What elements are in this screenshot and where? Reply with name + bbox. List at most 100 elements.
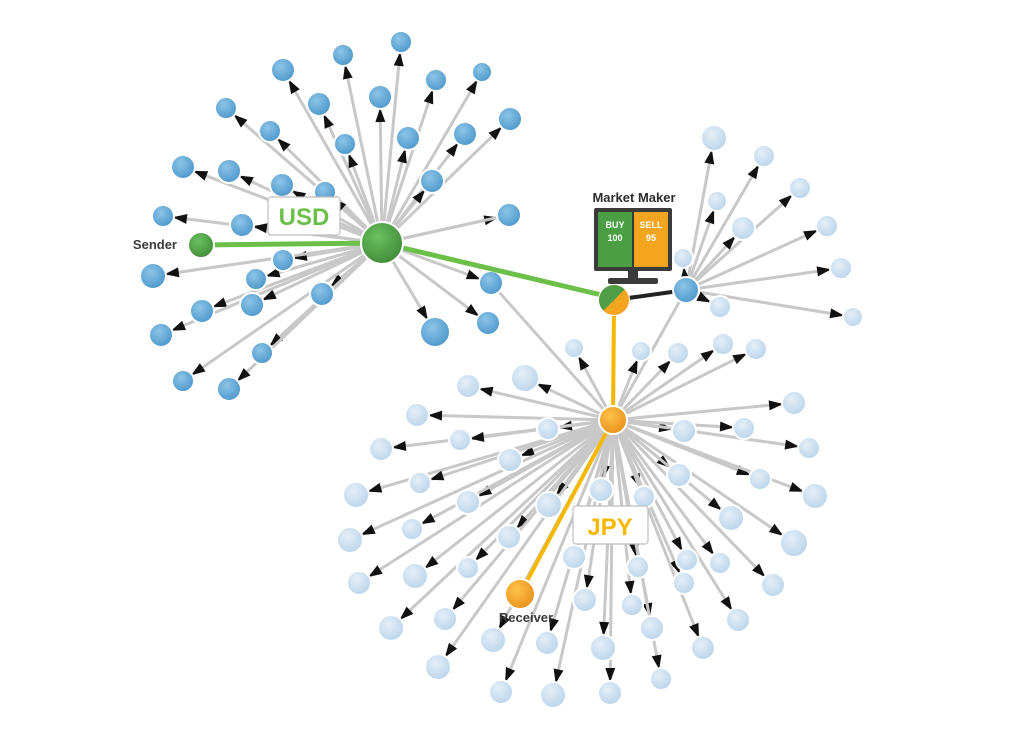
jpy-hub-node[interactable] [598, 405, 628, 435]
jpy-leaf-node[interactable] [535, 491, 563, 519]
jpy-leaf-node[interactable] [455, 373, 481, 399]
jpy-leaf-node[interactable] [779, 528, 809, 558]
jpy-leaf-node[interactable] [748, 467, 772, 491]
jpy-leaf-node[interactable] [368, 436, 394, 462]
usd-leaf-node[interactable] [269, 172, 295, 198]
usd-hub-node[interactable] [360, 221, 404, 265]
jpy-leaf-node[interactable] [539, 681, 567, 709]
usd-leaf-node[interactable] [496, 202, 522, 228]
jpy-leaf-node[interactable] [497, 447, 523, 473]
jpy-leaf-node[interactable] [760, 572, 786, 598]
jpy-leaf-node[interactable] [448, 428, 472, 452]
usd-leaf-node[interactable] [309, 281, 335, 307]
jpy-leaf-node[interactable] [690, 635, 716, 661]
jpy-leaf-node[interactable] [781, 390, 807, 416]
jpy-leaf-node[interactable] [708, 551, 732, 575]
usd-leaf-node[interactable] [171, 369, 195, 393]
jpy-leaf-node[interactable] [536, 417, 560, 441]
jpy-leaf-node[interactable] [456, 556, 480, 580]
usd-leaf-node[interactable] [419, 316, 451, 348]
jpy-leaf-node[interactable] [630, 340, 652, 362]
usd-leaf-node[interactable] [306, 91, 332, 117]
jpy-leaf-node[interactable] [797, 436, 821, 460]
jpy-leaf-node[interactable] [432, 606, 458, 632]
jpy-leaf-node[interactable] [563, 337, 585, 359]
sender-node[interactable] [187, 231, 215, 259]
receiver-node[interactable] [504, 578, 536, 610]
usd-leaf-node[interactable] [139, 262, 167, 290]
usd-leaf-node[interactable] [258, 119, 282, 143]
jpy-leaf-node[interactable] [534, 630, 560, 656]
usd-leaf-node[interactable] [452, 121, 478, 147]
jpy-leaf-node[interactable] [400, 517, 424, 541]
mm-leaf-node[interactable] [708, 295, 732, 319]
jpy-leaf-node[interactable] [572, 587, 598, 613]
mm-leaf-node[interactable] [842, 306, 864, 328]
jpy-leaf-node[interactable] [649, 667, 673, 691]
jpy-leaf-node[interactable] [377, 614, 405, 642]
usd-leaf-node[interactable] [367, 84, 393, 110]
jpy-leaf-node[interactable] [404, 402, 430, 428]
jpy-leaf-node[interactable] [408, 471, 432, 495]
mm-leaf-node[interactable] [829, 256, 853, 280]
usd-leaf-node[interactable] [148, 322, 174, 348]
jpy-leaf-node[interactable] [588, 477, 614, 503]
jpy-leaf-node[interactable] [632, 485, 656, 509]
mm-leaf-node[interactable] [706, 190, 728, 212]
jpy-leaf-node[interactable] [801, 482, 829, 510]
usd-leaf-node[interactable] [475, 310, 501, 336]
jpy-leaf-node[interactable] [424, 653, 452, 681]
jpy-leaf-node[interactable] [342, 481, 370, 509]
jpy-leaf-node[interactable] [401, 562, 429, 590]
usd-leaf-node[interactable] [170, 154, 196, 180]
mm-leaf-node[interactable] [730, 215, 756, 241]
jpy-leaf-node[interactable] [496, 524, 522, 550]
usd-leaf-node[interactable] [271, 248, 295, 272]
jpy-leaf-node[interactable] [488, 679, 514, 705]
usd-leaf-node[interactable] [497, 106, 523, 132]
jpy-leaf-node[interactable] [479, 626, 507, 654]
jpy-leaf-node[interactable] [510, 363, 540, 393]
jpy-leaf-node[interactable] [626, 555, 650, 579]
mm-leaf-node[interactable] [788, 176, 812, 200]
usd-leaf-node[interactable] [216, 376, 242, 402]
usd-leaf-node[interactable] [478, 270, 504, 296]
mm-leaf-node[interactable] [815, 214, 839, 238]
jpy-leaf-node[interactable] [589, 634, 617, 662]
usd-leaf-node[interactable] [471, 61, 493, 83]
usd-leaf-node[interactable] [333, 132, 357, 156]
jpy-leaf-node[interactable] [725, 607, 751, 633]
usd-leaf-node[interactable] [395, 125, 421, 151]
jpy-leaf-node[interactable] [639, 615, 665, 641]
mm-leaf-node[interactable] [752, 144, 776, 168]
usd-leaf-node[interactable] [214, 96, 238, 120]
jpy-leaf-node[interactable] [561, 544, 587, 570]
jpy-leaf-node[interactable] [744, 337, 768, 361]
mm-leaf-node[interactable] [700, 124, 728, 152]
jpy-leaf-node[interactable] [346, 570, 372, 596]
mm-hub-node[interactable] [672, 276, 700, 304]
jpy-leaf-node[interactable] [336, 526, 364, 554]
usd-leaf-node[interactable] [424, 68, 448, 92]
jpy-leaf-node[interactable] [620, 593, 644, 617]
usd-leaf-node[interactable] [151, 204, 175, 228]
jpy-leaf-node[interactable] [732, 416, 756, 440]
jpy-leaf-node[interactable] [717, 504, 745, 532]
jpy-leaf-node[interactable] [597, 680, 623, 706]
jpy-leaf-node[interactable] [666, 341, 690, 365]
usd-leaf-node[interactable] [244, 267, 268, 291]
usd-leaf-node[interactable] [389, 30, 413, 54]
usd-leaf-node[interactable] [229, 212, 255, 238]
usd-leaf-node[interactable] [216, 158, 242, 184]
jpy-leaf-node[interactable] [672, 571, 696, 595]
jpy-leaf-node[interactable] [455, 489, 481, 515]
mm-leaf-node[interactable] [672, 247, 694, 269]
usd-leaf-node[interactable] [419, 168, 445, 194]
jpy-leaf-node[interactable] [675, 548, 699, 572]
jpy-leaf-node[interactable] [666, 462, 692, 488]
usd-leaf-node[interactable] [189, 298, 215, 324]
usd-leaf-node[interactable] [250, 341, 274, 365]
usd-leaf-node[interactable] [239, 292, 265, 318]
usd-leaf-node[interactable] [331, 43, 355, 67]
gateway-node[interactable] [598, 284, 630, 316]
